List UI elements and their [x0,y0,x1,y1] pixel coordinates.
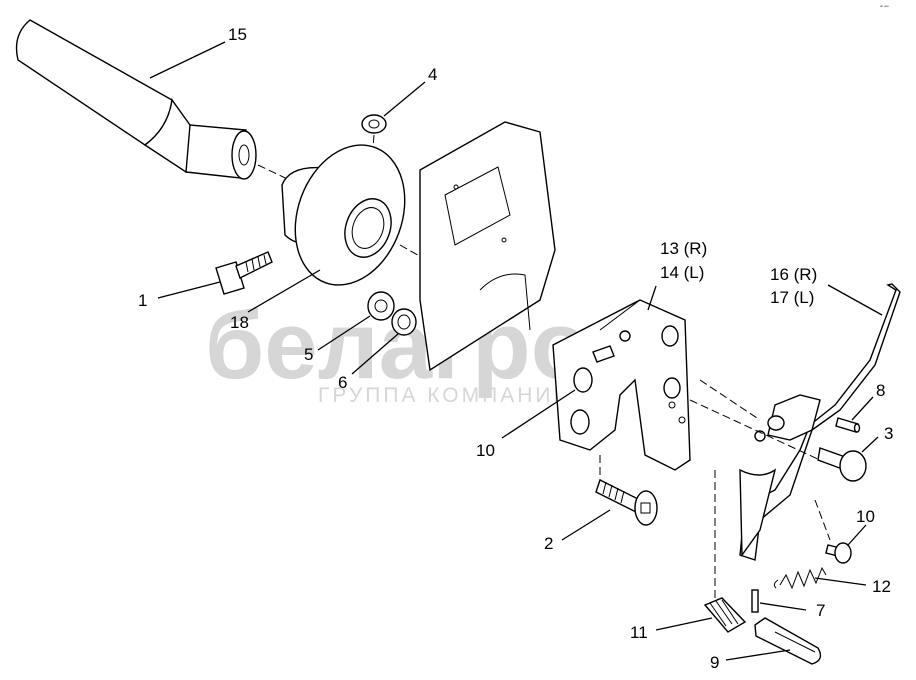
spring-part-12 [773,566,827,590]
spring-part-11 [703,597,747,633]
callout-6: 6 [338,373,347,392]
callout-16: 16 (R) [770,265,817,284]
callout-7: 7 [816,601,825,620]
callout-13: 13 (R) [660,239,707,258]
rivet-part-10 [825,542,852,564]
assembly-guide-lines [599,379,831,600]
callout-11: 11 [630,623,648,642]
washer-part-6 [391,308,417,336]
corner-mark: ᵃᵇ ᵃᵃᵃ [880,4,889,9]
callout-8: 8 [876,381,885,400]
callout-10-left: 10 [476,441,495,460]
callout-10-right: 10 [856,507,875,526]
nut-part-5 [367,291,395,321]
callout-12: 12 [872,577,891,596]
callout-2: 2 [544,534,553,553]
callout-15: 15 [228,25,247,44]
hub-flange-part-18 [281,144,431,286]
lever-part-16-17 [739,283,901,561]
pin-part-9 [754,617,822,665]
roll-pin-part-7 [751,589,759,613]
watermark: белагро ГРУППА КОМПАНИЙ [205,292,589,407]
callout-14: 14 (L) [660,263,704,282]
leader-lines [149,41,883,661]
callout-4: 4 [428,65,437,84]
callout-9: 9 [710,653,719,672]
handle-grip-part-15 [15,19,301,186]
callout-3: 3 [884,424,893,443]
callout-18: 18 [230,313,249,332]
bracket-part-13-14 [552,299,691,471]
countersunk-screw-part-2 [595,479,658,526]
watermark-brand: белагро [205,292,589,399]
callout-1: 1 [138,291,147,310]
mounting-plate [419,121,556,372]
nut-part-4 [361,114,387,161]
shoulder-bolt-part-3 [817,447,867,482]
callout-labels: 15 4 1 18 5 6 13 (R) 14 (L) 16 (R) 17 (L… [138,25,893,672]
bolt-part-1 [215,251,273,295]
pin-part-8 [835,417,861,433]
callout-17: 17 (L) [770,288,814,307]
callout-5: 5 [304,345,313,364]
watermark-subtitle: ГРУППА КОМПАНИЙ [318,383,572,407]
